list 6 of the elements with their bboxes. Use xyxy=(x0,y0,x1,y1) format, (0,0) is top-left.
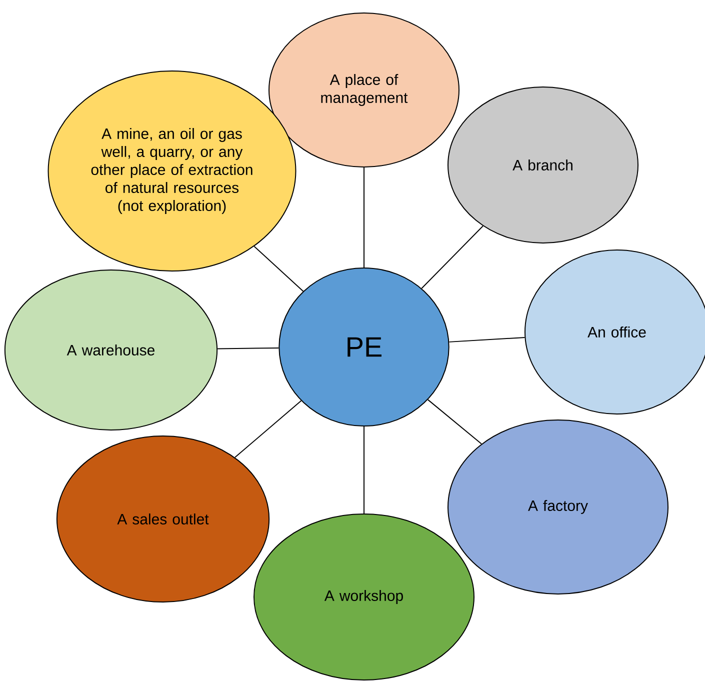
connector-line xyxy=(421,226,484,289)
connector-line xyxy=(427,399,482,444)
connector-line xyxy=(448,336,526,342)
connector-line xyxy=(254,246,304,292)
connector-line xyxy=(217,348,280,350)
connector-line xyxy=(234,400,302,458)
